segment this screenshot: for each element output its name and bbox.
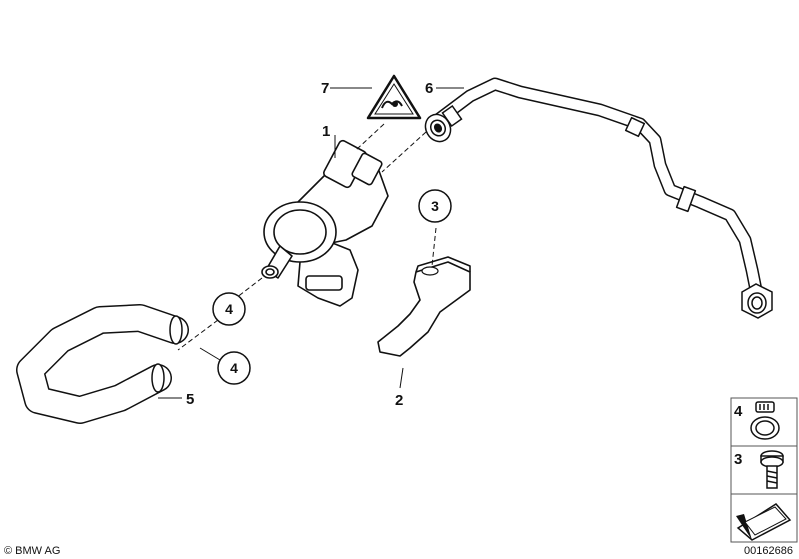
callout-part-2: 2 <box>395 392 403 409</box>
legend-panel: 4 3 <box>730 397 798 543</box>
connecting-hose <box>16 304 189 424</box>
line-connector-right <box>741 283 773 319</box>
callout-part-4-upper: 4 <box>225 301 233 317</box>
callout-circle-part-3: 3 <box>418 189 452 223</box>
copyright-text: © BMW AG <box>4 545 61 557</box>
vent-valve <box>261 139 389 307</box>
callout-circle-part-4-upper: 4 <box>212 292 246 326</box>
arrow-icon <box>736 503 792 541</box>
callout-part-3: 3 <box>431 198 439 214</box>
leader-lines <box>158 87 464 399</box>
callout-part-1: 1 <box>322 123 330 140</box>
diagram-number: 00162686 <box>744 545 793 557</box>
hose-clamp-icon <box>750 401 780 440</box>
screw-icon <box>760 450 784 489</box>
callout-part-5: 5 <box>186 391 194 408</box>
line-connector-left <box>424 104 463 143</box>
callout-part-4-lower: 4 <box>230 360 238 376</box>
vent-line <box>431 77 764 302</box>
mounting-bracket <box>377 256 471 357</box>
warning-label-icon <box>366 74 422 120</box>
callout-part-6: 6 <box>425 80 433 97</box>
callout-circle-part-4-lower: 4 <box>217 351 251 385</box>
callout-part-7: 7 <box>321 80 329 97</box>
legend-item-screw-number: 3 <box>734 451 742 468</box>
legend-item-clamp-number: 4 <box>734 403 743 420</box>
